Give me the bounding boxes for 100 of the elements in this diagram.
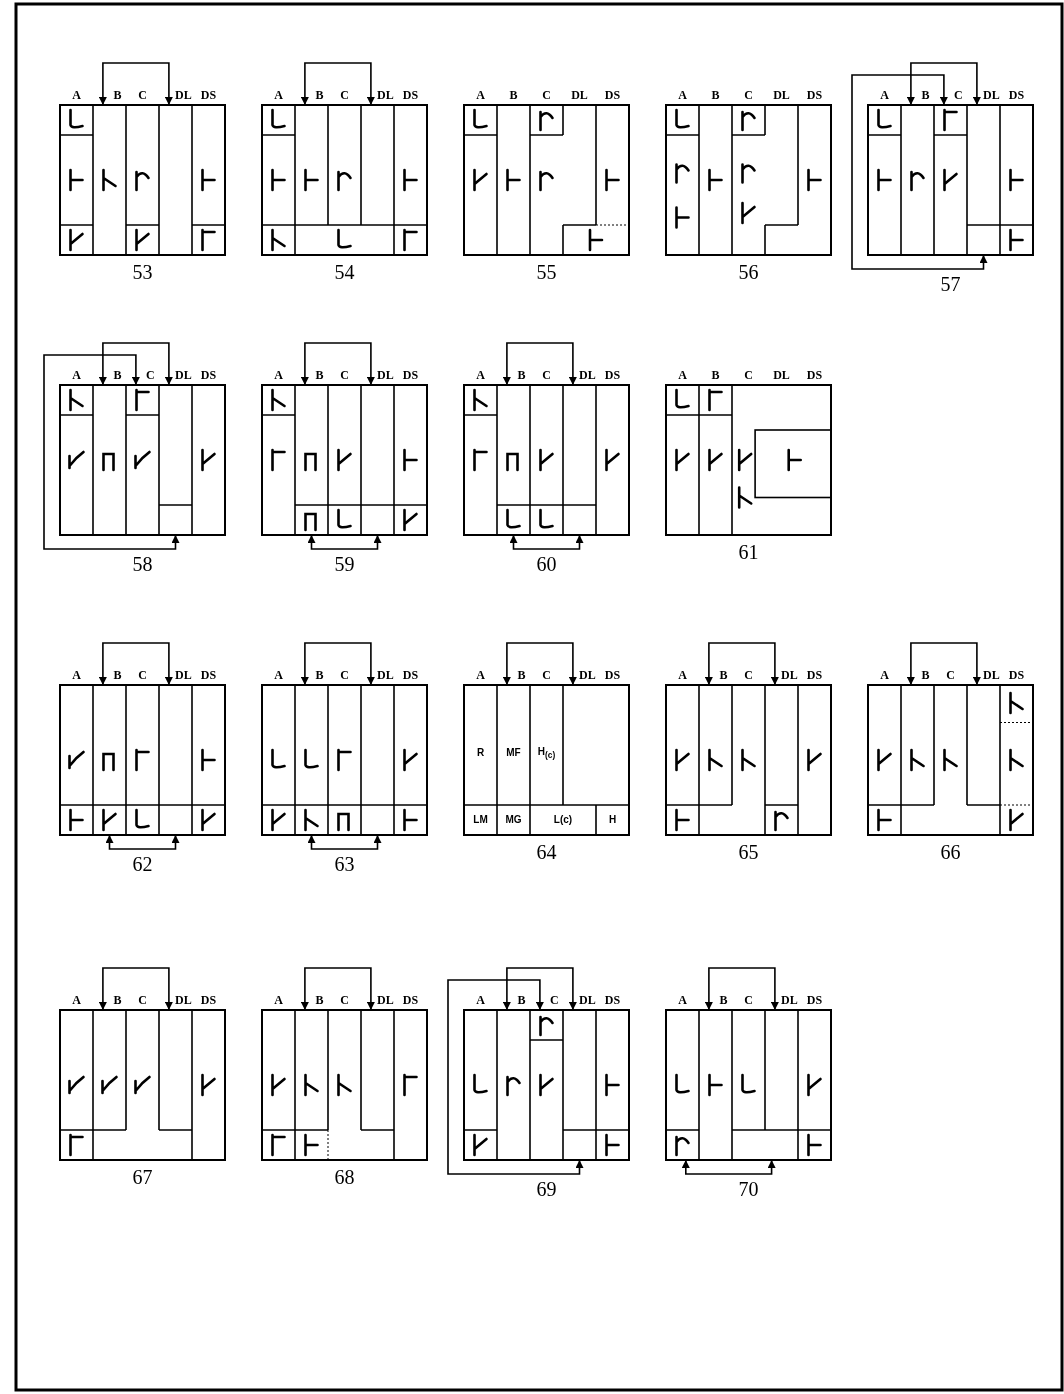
column-label: DL <box>175 368 192 382</box>
column-label: DL <box>571 88 588 102</box>
column-label: B <box>315 993 324 1007</box>
column-label: DL <box>983 88 1000 102</box>
column-label: DL <box>175 668 192 682</box>
column-label: DL <box>175 993 192 1007</box>
column-label: DS <box>1008 668 1025 682</box>
figure-number: 53 <box>132 261 153 283</box>
column-label: C <box>146 368 155 382</box>
column-label: DS <box>402 668 419 682</box>
figure-number: 54 <box>334 261 355 283</box>
column-label: B <box>517 368 526 382</box>
column-label: B <box>517 993 526 1007</box>
column-label: A <box>72 88 81 102</box>
column-label: B <box>113 88 122 102</box>
figure-number: 55 <box>536 261 557 283</box>
figure-number: 70 <box>738 1178 759 1200</box>
column-label: B <box>921 88 930 102</box>
figure-number: 56 <box>738 261 759 283</box>
column-label: C <box>550 993 559 1007</box>
column-label: A <box>880 668 889 682</box>
column-label: DL <box>579 368 596 382</box>
column-label: DL <box>579 668 596 682</box>
figure-number: 68 <box>334 1166 355 1188</box>
figure-number: 67 <box>132 1166 153 1188</box>
column-label: DS <box>604 368 621 382</box>
column-label: C <box>542 368 551 382</box>
column-label: DS <box>806 993 823 1007</box>
column-label: C <box>138 668 147 682</box>
column-label: DS <box>806 668 823 682</box>
figure-number: 66 <box>940 841 961 863</box>
column-label: A <box>274 88 283 102</box>
column-label: DL <box>781 668 798 682</box>
column-label: C <box>954 88 963 102</box>
column-label: C <box>542 668 551 682</box>
column-label: DS <box>604 993 621 1007</box>
column-label: DL <box>377 993 394 1007</box>
column-label: A <box>72 368 81 382</box>
column-label: C <box>744 993 753 1007</box>
column-label: DS <box>200 993 217 1007</box>
column-label: B <box>517 668 526 682</box>
cell-label: L(c) <box>553 814 573 826</box>
figure-number: 60 <box>536 553 557 575</box>
column-label: B <box>113 993 122 1007</box>
figure-number: 61 <box>738 541 759 563</box>
column-label: DL <box>175 88 192 102</box>
column-label: C <box>138 993 147 1007</box>
column-label: A <box>274 993 283 1007</box>
column-label: C <box>744 368 753 382</box>
cell-label: MF <box>506 746 521 759</box>
cell-label: H <box>608 814 617 826</box>
column-label: DL <box>377 88 394 102</box>
column-label: DL <box>377 668 394 682</box>
column-label: C <box>138 88 147 102</box>
column-label: B <box>509 88 518 102</box>
column-label: B <box>315 668 324 682</box>
column-label: DS <box>402 88 419 102</box>
column-label: DS <box>200 668 217 682</box>
column-label: B <box>315 368 324 382</box>
column-label: DS <box>604 668 621 682</box>
figure-number: 69 <box>536 1178 557 1200</box>
column-label: C <box>744 668 753 682</box>
column-label: A <box>476 668 485 682</box>
cell-label: MG <box>505 814 522 826</box>
column-label: DL <box>377 368 394 382</box>
column-label: C <box>946 668 955 682</box>
column-label: C <box>340 368 349 382</box>
column-label: DL <box>773 88 790 102</box>
column-label: A <box>476 993 485 1007</box>
column-label: A <box>678 368 687 382</box>
column-label: A <box>476 88 485 102</box>
column-label: A <box>274 368 283 382</box>
column-label: C <box>340 993 349 1007</box>
column-label: A <box>274 668 283 682</box>
column-label: A <box>476 368 485 382</box>
column-label: C <box>542 88 551 102</box>
column-label: DS <box>402 368 419 382</box>
column-label: A <box>880 88 889 102</box>
column-label: DS <box>806 88 823 102</box>
figure-number: 57 <box>940 273 961 295</box>
cell-label: LM <box>473 814 488 826</box>
column-label: DL <box>983 668 1000 682</box>
column-label: B <box>113 368 122 382</box>
column-label: C <box>340 668 349 682</box>
column-label: DS <box>604 88 621 102</box>
column-label: B <box>711 368 720 382</box>
column-label: B <box>113 668 122 682</box>
figure-number: 65 <box>738 841 759 863</box>
figure-number: 59 <box>334 553 355 575</box>
figure-number: 63 <box>334 853 355 875</box>
column-label: B <box>719 993 728 1007</box>
column-label: DL <box>773 368 790 382</box>
column-label: B <box>921 668 930 682</box>
column-label: A <box>72 668 81 682</box>
column-label: DL <box>781 993 798 1007</box>
column-label: A <box>678 993 687 1007</box>
column-label: DL <box>579 993 596 1007</box>
column-label: C <box>340 88 349 102</box>
column-label: A <box>678 668 687 682</box>
column-label: B <box>711 88 720 102</box>
